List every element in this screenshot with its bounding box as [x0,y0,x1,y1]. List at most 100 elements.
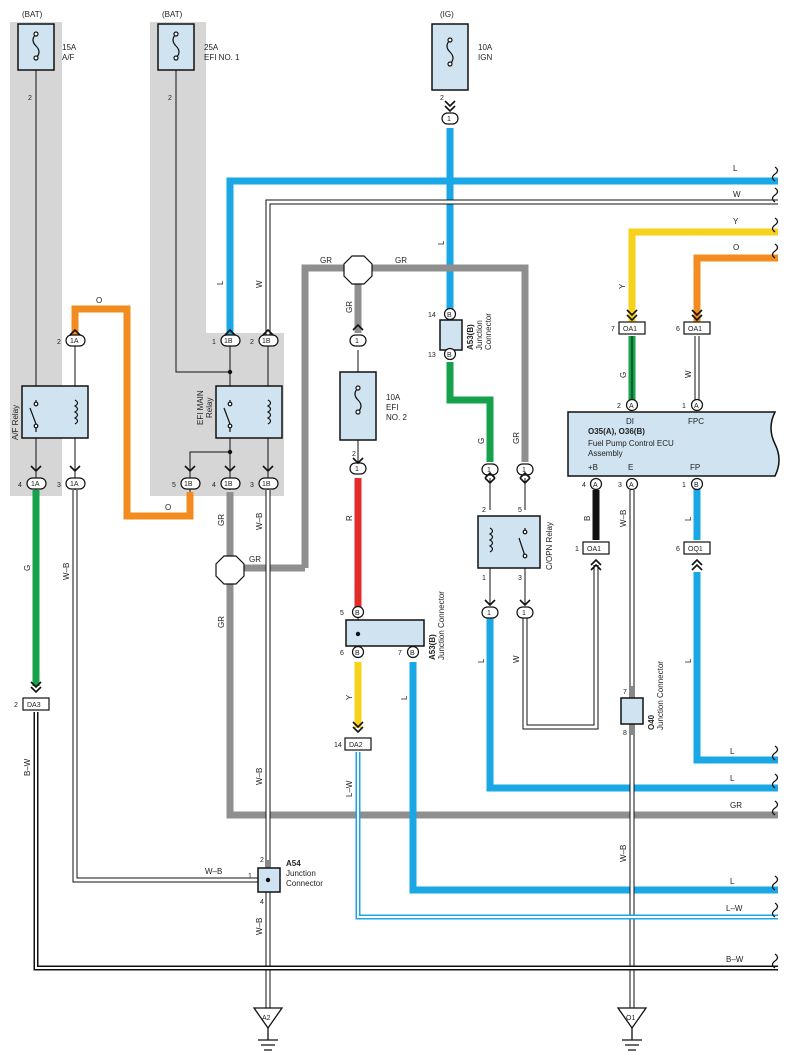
svg-text:W–B: W–B [205,867,222,876]
svg-text:Connector: Connector [286,879,323,888]
svg-text:1B: 1B [262,481,271,488]
svg-text:Assembly: Assembly [588,449,623,458]
bat-source-1: (BAT) [22,10,43,19]
svg-text:E: E [628,463,633,472]
svg-text:1: 1 [355,338,359,345]
wire-break-marks [771,166,779,969]
svg-text:W: W [255,280,264,288]
svg-text:7: 7 [398,650,402,657]
svg-text:A53(B): A53(B) [466,324,475,350]
fuel-pump-control-ecu: O35(A), O36(B) Fuel Pump Control ECU Ass… [567,411,780,477]
svg-text:1: 1 [522,610,526,617]
relay-coil-icon [488,527,494,553]
svg-text:GR: GR [320,256,332,265]
svg-text:O1: O1 [626,1015,635,1022]
svg-text:O: O [733,243,739,252]
svg-text:L–W: L–W [345,780,354,797]
svg-text:1B: 1B [224,481,233,488]
wire-bw [35,712,778,969]
wire-l-fp [693,572,778,764]
svg-text:GR: GR [249,555,261,564]
svg-text:3: 3 [518,575,522,582]
svg-text:1B: 1B [224,338,233,345]
svg-text:2: 2 [28,95,32,102]
svg-text:2: 2 [352,451,356,458]
wire-l-top [226,177,778,336]
svg-text:2: 2 [617,403,621,410]
wire-lw [357,752,778,918]
svg-text:L: L [684,516,693,521]
svg-text:GR: GR [730,801,742,810]
svg-text:1A: 1A [70,338,79,345]
svg-text:1: 1 [212,339,216,346]
svg-text:G: G [23,565,32,571]
svg-text:O40: O40 [647,714,656,730]
wire-wb-af [73,490,258,882]
svg-text:4: 4 [212,482,216,489]
splice-icon [215,255,373,585]
svg-text:1B: 1B [184,481,193,488]
svg-text:GR: GR [345,301,354,313]
svg-text:7: 7 [623,689,627,696]
svg-text:1: 1 [682,403,686,410]
svg-text:A: A [629,482,634,489]
svg-text:13: 13 [428,352,436,359]
wire-g-copn [446,362,494,462]
svg-text:A/F: A/F [62,53,75,62]
svg-text:G: G [477,438,486,444]
svg-text:2: 2 [440,95,444,102]
svg-text:W–B: W–B [255,768,264,785]
svg-text:2: 2 [57,339,61,346]
af-relay: A/F Relay [11,385,89,440]
svg-text:2: 2 [168,95,172,102]
svg-text:1A: 1A [70,481,79,488]
svg-text:W–B: W–B [62,563,71,580]
svg-text:EFI: EFI [386,403,398,412]
wire-labels: L W Y O O O GR GR GR GR L L L L–W B–W W–… [23,164,744,964]
svg-text:1: 1 [355,466,359,473]
svg-text:O: O [96,296,102,305]
pin-badges: 1A 1B 1B 1A 1A 1B 1B 1B 1 1 1 1 1 1 1 B [22,112,711,751]
svg-text:L–W: L–W [726,904,743,913]
svg-text:15A: 15A [62,43,77,52]
svg-text:A: A [593,482,598,489]
svg-text:W–B: W–B [255,513,264,530]
svg-text:Junction: Junction [286,869,316,878]
svg-text:L: L [437,240,446,245]
svg-text:L: L [400,695,409,700]
svg-text:1: 1 [487,610,491,617]
wire-l-copn [486,618,778,792]
svg-text:DI: DI [626,417,634,426]
wire-gr-top [301,264,529,568]
svg-text:L: L [684,658,693,663]
svg-text:2: 2 [250,339,254,346]
svg-text:6: 6 [340,650,344,657]
svg-text:Y: Y [618,283,627,289]
svg-text:B: B [583,516,592,521]
svg-text:1B: 1B [262,338,271,345]
svg-text:DA3: DA3 [27,702,41,709]
wires [32,128,778,1008]
svg-text:Y: Y [733,217,739,226]
svg-text:OA1: OA1 [688,326,702,333]
wire-l-a53 [409,662,778,894]
svg-text:GR: GR [512,432,521,444]
connector-chevrons [30,100,703,734]
svg-text:2: 2 [482,507,486,514]
wire-o-left [71,305,194,520]
svg-text:A/F Relay: A/F Relay [11,405,20,440]
svg-text:W: W [684,370,693,378]
svg-text:6: 6 [676,326,680,333]
svg-text:FPC: FPC [688,417,704,426]
svg-text:2: 2 [14,702,18,709]
svg-text:2: 2 [260,857,264,864]
svg-text:L: L [730,747,735,756]
svg-text:B: B [355,650,360,657]
ground-a2: A2 [252,1007,284,1051]
svg-text:L: L [477,658,486,663]
fuse-efi-no1: 25A EFI NO. 1 [157,23,240,71]
relay-coil-icon [73,399,79,425]
wire-w-top [266,200,778,336]
fuse-icon [354,387,362,413]
svg-text:GR: GR [395,256,407,265]
